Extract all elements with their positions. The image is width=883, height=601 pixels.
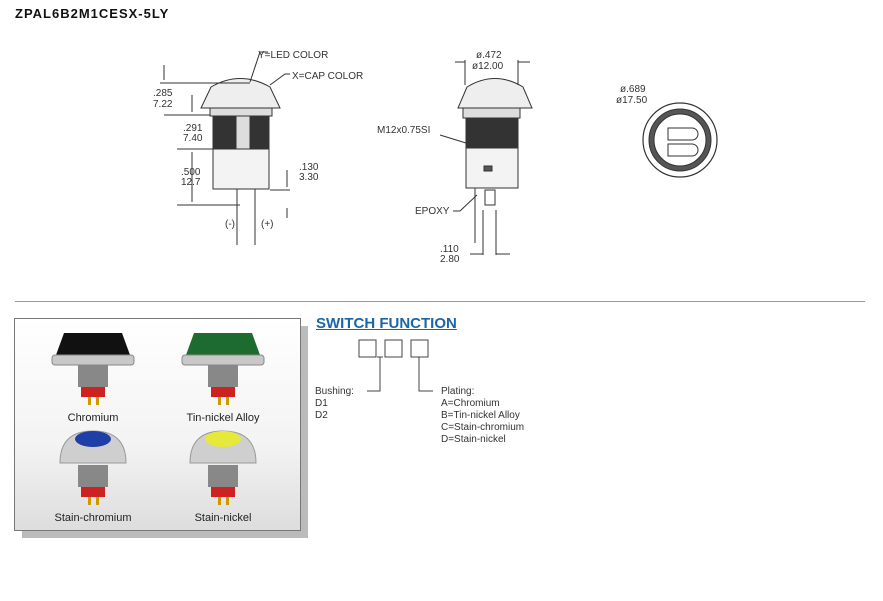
led-color-label: Y=LED COLOR (258, 50, 329, 61)
dim-label: .130 (299, 162, 319, 173)
part-number-title: ZPAL6B2M1CESX-5LY (15, 6, 170, 21)
product-thumbnail: Chromium (38, 325, 148, 425)
dim-label: 2.80 (440, 254, 460, 265)
push-button-switch-image (51, 333, 135, 405)
positive-terminal-label: (+) (261, 219, 274, 230)
product-thumbnail: Stain-nickel (168, 425, 278, 525)
dim-label: .291 (183, 123, 203, 134)
push-button-switch-image (189, 430, 257, 505)
dim-label: ø.689 (620, 84, 646, 95)
dim-label: ø12.00 (472, 61, 504, 72)
product-label: Stain-nickel (194, 512, 252, 524)
front-view-drawing (439, 60, 533, 255)
bushing-option: D1 (315, 398, 328, 409)
dim-label: .285 (153, 88, 173, 99)
bushing-label: Bushing: (315, 386, 354, 397)
dimension-drawings (160, 51, 533, 255)
product-thumbnail: Stain-chromium (38, 425, 148, 525)
dim-label: 7.40 (183, 133, 203, 144)
dim-label: .110 (440, 244, 459, 255)
side-view-drawing (160, 51, 290, 245)
code-boxes-diagram (358, 339, 433, 392)
bushing-option: D2 (315, 410, 328, 421)
epoxy-label: EPOXY (415, 206, 450, 217)
dim-label: .500 (181, 167, 201, 178)
plating-option: A=Chromium (441, 398, 500, 409)
cap-color-label: X=CAP COLOR (292, 71, 364, 82)
product-label: Tin-nickel Alloy (186, 412, 260, 424)
dim-label: 3.30 (299, 172, 319, 183)
dim-label: ø.472 (476, 50, 502, 61)
dim-label: 7.22 (153, 99, 173, 110)
top-view-drawing (642, 102, 718, 178)
plating-label: Plating: (441, 386, 475, 397)
plating-option: B=Tin-nickel Alloy (441, 410, 520, 421)
plating-option: C=Stain-chromium (441, 422, 525, 433)
thread-label: M12x0.75SI (377, 125, 431, 136)
product-label: Stain-chromium (54, 512, 132, 524)
product-thumbnail: Tin-nickel Alloy (168, 325, 278, 425)
product-label: Chromium (67, 412, 119, 424)
negative-terminal-label: (-) (225, 219, 235, 230)
push-button-switch-image (181, 333, 265, 405)
section-divider (15, 301, 865, 302)
dim-label: ø17.50 (616, 95, 648, 106)
push-button-switch-image (59, 430, 127, 505)
switch-function-title: SWITCH FUNCTION (316, 315, 457, 332)
plating-option: D=Stain-nickel (441, 434, 506, 445)
dim-label: 12.7 (181, 177, 201, 188)
